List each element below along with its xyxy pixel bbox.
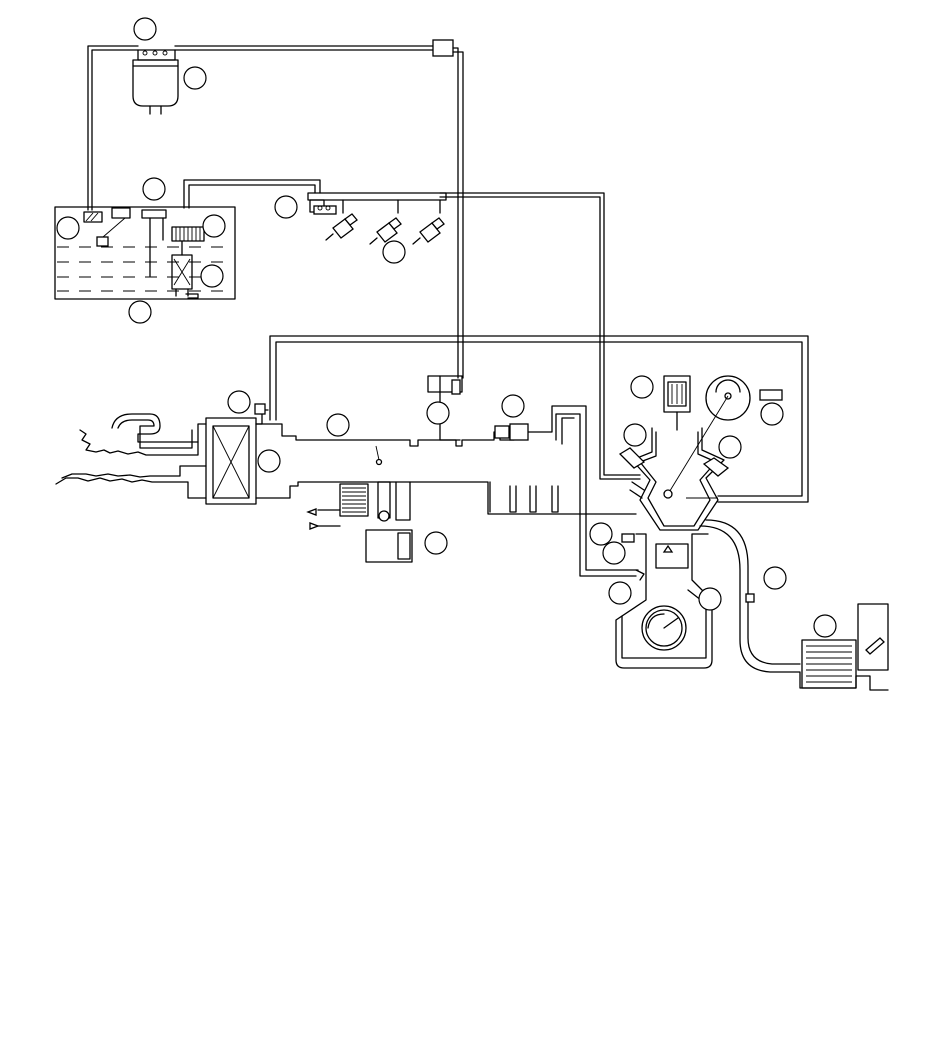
callout-circle	[623, 423, 647, 447]
callout-circle	[602, 541, 626, 565]
callout-circle	[426, 401, 450, 425]
callout-circle	[133, 17, 157, 41]
callout-circle	[718, 435, 742, 459]
intake-plenum	[255, 405, 639, 577]
callout-circle	[202, 214, 226, 238]
vacuum-harness-loop	[269, 335, 809, 503]
callout-circle	[183, 66, 207, 90]
callout-circle	[142, 177, 166, 201]
fuel-rail-injectors	[307, 192, 447, 245]
callout-circle	[760, 402, 784, 426]
callout-circle	[698, 587, 722, 611]
callout-circle	[56, 216, 80, 240]
throttle-body	[306, 481, 413, 563]
distributor	[667, 375, 783, 495]
fuel-tank	[54, 206, 236, 300]
callout-circle	[227, 390, 251, 414]
callout-circle	[200, 264, 224, 288]
callout-circle	[608, 581, 632, 605]
callout-circle	[424, 531, 448, 555]
callout-circle	[128, 300, 152, 324]
callout-circle	[274, 195, 298, 219]
callout-circle	[257, 449, 281, 473]
exhaust-system	[699, 519, 889, 691]
fuel-lines	[87, 39, 641, 480]
ignition-coil	[663, 375, 691, 431]
fuel-filter	[132, 49, 179, 115]
callout-circle	[382, 240, 406, 264]
callout-circle	[813, 614, 837, 638]
air-intake-duct	[55, 413, 207, 499]
callout-circle	[589, 522, 613, 546]
callout-circle	[763, 566, 787, 590]
callout-circle	[501, 394, 525, 418]
callout-circle	[326, 413, 350, 437]
callout-circles	[56, 17, 837, 638]
callout-circle	[630, 375, 654, 399]
air-filter-box	[205, 403, 269, 505]
engine-block	[615, 427, 730, 669]
